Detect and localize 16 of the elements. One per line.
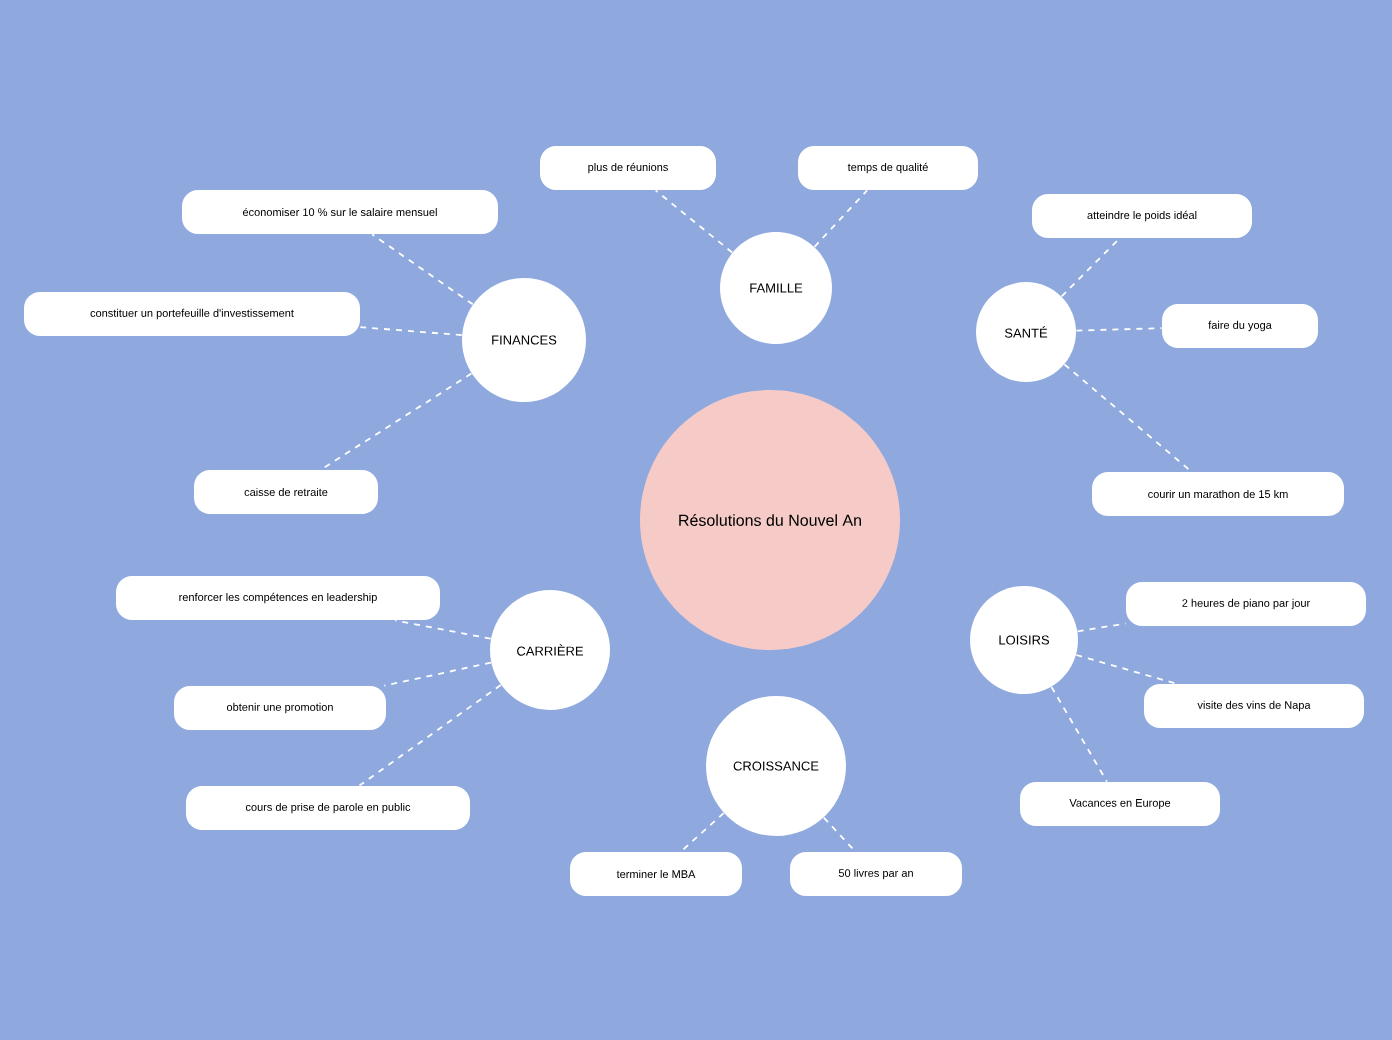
connector-line — [1075, 327, 1163, 332]
connector-line — [383, 661, 492, 687]
connector-line — [394, 619, 492, 640]
connector-line — [1063, 363, 1193, 473]
connector-line — [813, 189, 868, 248]
connector-line — [1075, 654, 1177, 685]
connector-line — [359, 326, 463, 336]
connector-line — [1050, 686, 1108, 783]
connector-line — [358, 684, 502, 787]
connector-line — [371, 233, 474, 306]
connector-line — [1076, 622, 1127, 633]
connector-line — [1060, 237, 1121, 298]
connector-line — [654, 189, 734, 254]
connector-line — [822, 816, 857, 853]
connector-line — [680, 812, 725, 853]
connector-line — [320, 372, 473, 471]
